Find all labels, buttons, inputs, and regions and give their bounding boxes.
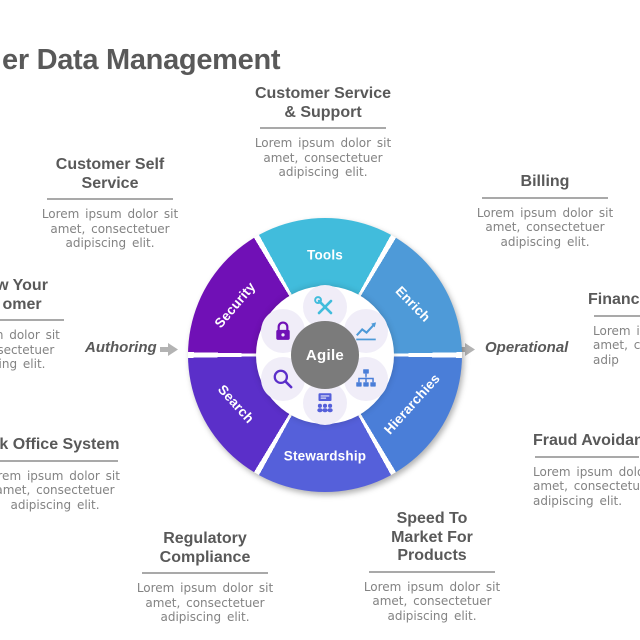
card-body: Lorem ip amet, c adip (593, 323, 640, 367)
card-customer-self-service: Customer Self Service Lorem ipsum dolor … (20, 156, 200, 251)
card-title: Fraud Avoidan (533, 432, 640, 449)
card-regulatory-compliance: Regulatory Compliance Lorem ipsum dolor … (115, 530, 295, 625)
segment-label-stewardship: Stewardship (283, 448, 367, 464)
segment-label-tools: Tools (307, 247, 343, 263)
title-divider (260, 127, 386, 130)
card-title: ck Office System (0, 436, 120, 453)
card-billing: Billing Lorem ipsum dolor sit amet, cons… (460, 173, 630, 249)
card-body: Lorem ipsum dolor sit amet, consectetuer… (136, 581, 274, 625)
tools-icon (312, 294, 338, 320)
card-know-your-customer: w Your omer um dolor sit nsectetuer ing … (0, 277, 117, 372)
card-body: um dolor sit nsectetuer ing elit. (0, 328, 60, 372)
title-divider (369, 570, 495, 573)
title-divider (482, 196, 608, 199)
magnifier-icon (270, 366, 296, 392)
card-customer-service-support: Customer Service & Support Lorem ipsum d… (233, 85, 413, 180)
title-divider (0, 319, 64, 322)
right-arrow-icon (160, 343, 178, 356)
right-arrow-icon (457, 343, 475, 356)
card-body: Lorem ipsum dolor sit amet, consectetuer… (254, 136, 392, 180)
card-fraud-avoidance: Fraud Avoidan Lorem ipsum dolo amet, con… (533, 432, 640, 508)
card-title: Speed To Market For Products (391, 510, 473, 565)
title-divider (142, 572, 268, 575)
card-title: Billing (520, 173, 570, 190)
card-financial: Financi Lorem ip amet, c adip (588, 291, 640, 367)
page-title: er Data Management (2, 44, 281, 76)
title-divider (594, 314, 640, 317)
card-title: Customer Service & Support (254, 85, 392, 121)
agile-hub: Agile (291, 321, 359, 389)
authoring-label: Authoring (85, 339, 157, 356)
hierarchy-icon (353, 366, 379, 392)
title-divider (47, 198, 173, 201)
trend-chart-icon (353, 318, 379, 344)
card-title: w Your omer (0, 277, 48, 313)
card-body: Lorem ipsum dolor sit amet, consectetuer… (363, 579, 501, 623)
title-divider (535, 455, 639, 458)
card-body: Lorem ipsum dolor sit amet, consectetuer… (476, 205, 614, 249)
card-body: orem ipsum dolor sit amet, consectetuer … (0, 468, 120, 512)
lock-icon (270, 318, 296, 344)
agile-label: Agile (305, 346, 345, 364)
operational-label: Operational (485, 339, 569, 356)
card-speed-to-market: Speed To Market For Products Lorem ipsum… (342, 510, 522, 624)
title-divider (0, 459, 118, 462)
team-meeting-icon (312, 390, 338, 416)
wheel-diagram: Tools Enrich Hierarchies Stewardship Sea… (188, 218, 462, 492)
card-title: Regulatory Compliance (159, 530, 251, 566)
card-back-office-system: ck Office System orem ipsum dolor sit am… (0, 436, 150, 512)
card-body: Lorem ipsum dolor sit amet, consectetuer… (41, 207, 179, 251)
card-body: Lorem ipsum dolo amet, consectetu adipis… (533, 464, 640, 508)
card-title: Customer Self Service (55, 156, 165, 192)
card-title: Financi (588, 291, 640, 308)
